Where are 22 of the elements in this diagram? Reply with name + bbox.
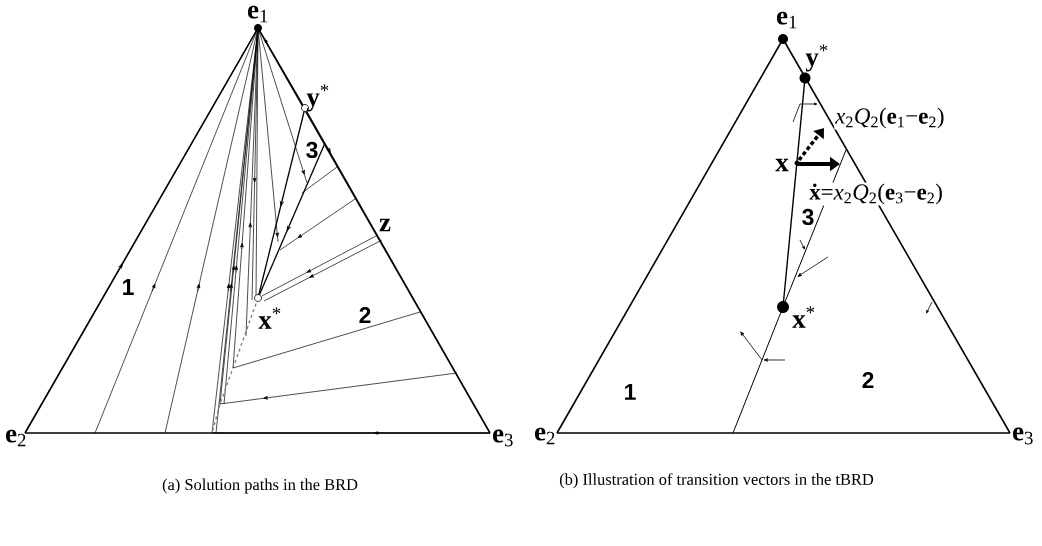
region-number: 1 — [625, 384, 636, 400]
vertex-label: e$_{2}$ — [6, 429, 26, 447]
caption: (a) Solution paths in the BRD — [162, 478, 358, 494]
region-number: 2 — [359, 307, 371, 323]
region-number: 1 — [123, 279, 134, 295]
vertex-label: e$_{2}$ — [535, 427, 555, 445]
point-label: x — [775, 158, 789, 172]
point-label: y$^{*}$ — [306, 84, 329, 112]
region-number: 2 — [862, 372, 874, 388]
vertex-label: e$_{1}$ — [777, 11, 797, 29]
vertex-label: e$_{1}$ — [248, 5, 268, 23]
point-label: x$^{*}$ — [792, 306, 815, 328]
vector-label: x$_{2}$Q$_{2}$(e$_{1}$−e$_{2}$) — [834, 106, 946, 130]
region-number: 3 — [802, 208, 814, 226]
caption: (b) Illustration of transition vectors in the tBRD — [559, 473, 874, 489]
point-label: x$^{*}$ — [258, 307, 281, 329]
vertex-label: e$_{3}$ — [493, 429, 513, 447]
point-label: y$^{*}$ — [805, 44, 828, 72]
vertex-label: e$_{3}$ — [1013, 427, 1033, 445]
region-number: 3 — [306, 141, 318, 159]
point-label: z — [379, 218, 391, 232]
vector-label: ẋ=x$_{2}$Q$_{2}$(e$_{3}$−e$_{2}$) — [808, 182, 944, 206]
